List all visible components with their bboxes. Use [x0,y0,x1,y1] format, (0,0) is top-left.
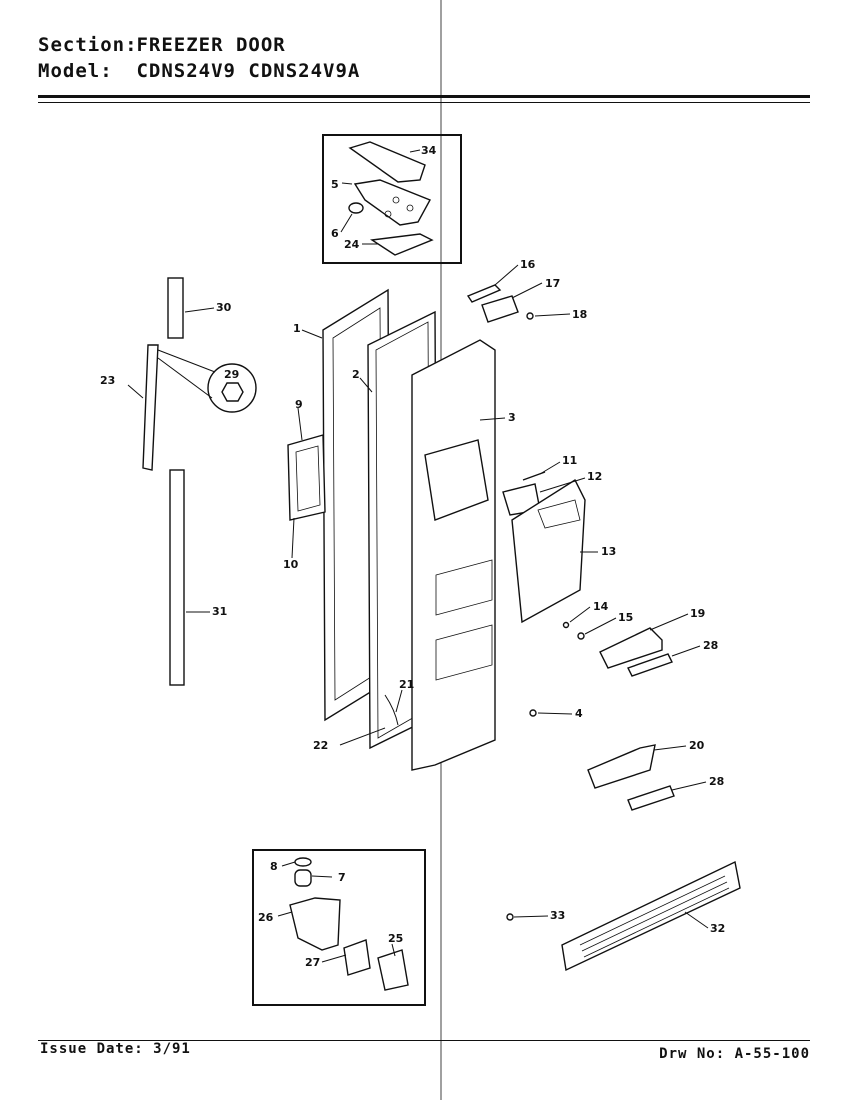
section-line: Section: FREEZER DOOR [38,34,286,56]
issue-date: Issue Date: 3/91 [40,1041,191,1057]
callout: 28 [709,775,724,788]
callout: 3 [508,411,516,424]
part-19-shelf [599,627,663,669]
part-8-washer [294,857,312,867]
callout: 20 [689,739,705,752]
callout: 8 [270,860,278,873]
callout: 33 [550,909,565,922]
top-hinge-box [322,134,462,264]
part-30-trim [167,277,184,339]
callout: 10 [283,558,299,571]
model-value: CDNS24V9 CDNS24V9A [136,60,361,82]
part-26-hinge-bracket [289,897,341,951]
section-value: FREEZER DOOR [136,34,286,56]
callout: 9 [295,398,303,411]
part-24-shim [370,233,434,256]
part-10-window [295,445,321,512]
callout: 26 [258,911,274,924]
callout: 32 [710,922,725,935]
part-14-screw [562,621,570,629]
footer-rule [38,1040,810,1041]
part-7-bushing [294,869,312,887]
part-23-handle [142,344,159,471]
callout: 14 [593,600,609,613]
model-line: Model: CDNS24V9 CDNS24V9A [38,60,360,82]
model-label: Model: [38,60,113,82]
part-17-bracket [481,295,519,323]
callout: 23 [100,374,115,387]
part-28-trim [627,653,673,677]
part-32-grille [561,860,741,972]
callout: 4 [575,707,583,720]
callout: 15 [618,611,633,624]
part-31-trim [169,469,185,686]
part-33-screw [506,913,514,921]
callout: 25 [388,932,403,945]
callout: 24 [344,238,360,251]
callout: 16 [520,258,536,271]
part-20-bin [587,744,656,789]
callout: 2 [352,368,360,381]
callout: 7 [338,871,346,884]
callout: 31 [212,605,227,618]
part-15-screw [577,632,585,640]
callout: 1 [293,322,301,335]
callout: 30 [216,301,232,314]
bottom-hinge-box [252,849,426,1006]
callout: 29 [224,368,239,381]
header-rule-thick [38,95,810,98]
callout: 22 [313,739,328,752]
callout: 13 [601,545,616,558]
callout: 19 [690,607,705,620]
callout: 6 [331,227,339,240]
callout: 18 [572,308,587,321]
part-5-hinge [353,179,431,226]
section-label: Section: [38,34,138,56]
part-4-screw [529,709,537,717]
callout: 12 [587,470,602,483]
callout: 28 [703,639,718,652]
callout: 27 [305,956,320,969]
callout: 34 [421,144,437,157]
callout: 21 [399,678,414,691]
callout: 5 [331,178,339,191]
part-6-washer [348,202,364,214]
part-13-dispenser-housing [511,478,586,624]
part-25-plate [377,949,409,991]
part-18-screw [526,312,534,320]
part-16-spring [466,284,502,303]
part-3-door-liner [411,339,496,771]
part-27-shim [343,939,371,976]
part-28-trim-lower [627,785,675,811]
callout: 11 [562,454,577,467]
part-34-hinge-cover [348,141,426,183]
drawing-number: Drw No: A-55-100 [659,1046,810,1062]
callout: 17 [545,277,560,290]
header-rule-thin [38,102,810,103]
